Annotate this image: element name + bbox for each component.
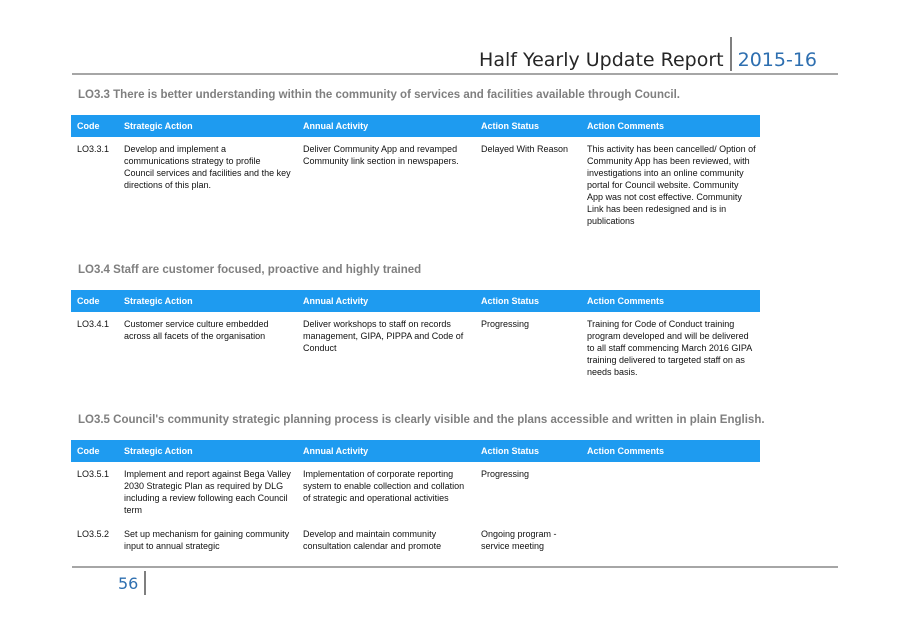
cell-annual-activity: Develop and maintain community consultat… xyxy=(303,529,442,551)
cell-strategic-action: Customer service culture embedded across… xyxy=(124,319,269,341)
table-lo3-5: Code Strategic Action Annual Activity Ac… xyxy=(71,440,760,558)
section-title-lo3-5: LO3.5 Council's community strategic plan… xyxy=(78,414,765,426)
cell-strategic-action: Set up mechanism for gaining community i… xyxy=(124,529,290,551)
page-number: 56 xyxy=(118,573,139,593)
cell-action-status: Delayed With Reason xyxy=(481,144,569,154)
cell-action-comments xyxy=(581,522,760,558)
cell-action-status: Progressing xyxy=(481,469,530,479)
cell-action-status: Progressing xyxy=(481,319,530,329)
footer-rule xyxy=(72,566,838,568)
col-header-code: Code xyxy=(71,115,118,137)
col-header-code: Code xyxy=(71,290,118,312)
cell-code: LO3.5.1 xyxy=(77,469,110,479)
table-header-row: Code Strategic Action Annual Activity Ac… xyxy=(71,440,760,462)
cell-action-comments xyxy=(581,462,760,522)
report-title: Half Yearly Update Report xyxy=(479,49,724,71)
table-lo3-4: Code Strategic Action Annual Activity Ac… xyxy=(71,290,760,384)
table-header-row: Code Strategic Action Annual Activity Ac… xyxy=(71,115,760,137)
table-row: LO3.4.1 Customer service culture embedde… xyxy=(71,312,760,384)
col-header-action-comments: Action Comments xyxy=(581,290,760,312)
header-divider xyxy=(729,37,732,71)
table-row: LO3.3.1 Develop and implement a communic… xyxy=(71,137,760,233)
cell-action-status: Ongoing program - service meeting xyxy=(481,529,557,551)
section-title-lo3-4: LO3.4 Staff are customer focused, proact… xyxy=(78,264,422,276)
col-header-strategic-action: Strategic Action xyxy=(118,440,297,462)
page-footer: 56 xyxy=(118,571,147,595)
col-header-annual-activity: Annual Activity xyxy=(297,115,475,137)
cell-strategic-action: Implement and report against Bega Valley… xyxy=(124,469,291,515)
cell-code: LO3.3.1 xyxy=(77,144,110,154)
col-header-code: Code xyxy=(71,440,118,462)
col-header-annual-activity: Annual Activity xyxy=(297,440,475,462)
col-header-action-status: Action Status xyxy=(475,115,581,137)
table-row: LO3.5.2 Set up mechanism for gaining com… xyxy=(71,522,760,558)
col-header-strategic-action: Strategic Action xyxy=(118,290,297,312)
footer-divider xyxy=(144,571,147,595)
section-title-lo3-3: LO3.3 There is better understanding with… xyxy=(78,89,680,101)
report-header: Half Yearly Update Report 2015-16 xyxy=(479,37,817,71)
cell-code: LO3.5.2 xyxy=(77,529,110,539)
col-header-annual-activity: Annual Activity xyxy=(297,290,475,312)
cell-action-comments: Training for Code of Conduct training pr… xyxy=(587,319,752,377)
table-row: LO3.5.1 Implement and report against Beg… xyxy=(71,462,760,522)
cell-annual-activity: Implementation of corporate reporting sy… xyxy=(303,469,465,503)
cell-action-comments: This activity has been cancelled/ Option… xyxy=(587,144,756,226)
report-year: 2015-16 xyxy=(737,49,817,71)
col-header-strategic-action: Strategic Action xyxy=(118,115,297,137)
cell-strategic-action: Develop and implement a communications s… xyxy=(124,144,291,190)
cell-annual-activity: Deliver workshops to staff on records ma… xyxy=(303,319,464,353)
cell-annual-activity: Deliver Community App and revamped Commu… xyxy=(303,144,459,166)
table-lo3-3: Code Strategic Action Annual Activity Ac… xyxy=(71,115,760,233)
table-header-row: Code Strategic Action Annual Activity Ac… xyxy=(71,290,760,312)
col-header-action-comments: Action Comments xyxy=(581,115,760,137)
col-header-action-status: Action Status xyxy=(475,290,581,312)
col-header-action-comments: Action Comments xyxy=(581,440,760,462)
col-header-action-status: Action Status xyxy=(475,440,581,462)
header-rule xyxy=(72,73,838,75)
cell-code: LO3.4.1 xyxy=(77,319,110,329)
